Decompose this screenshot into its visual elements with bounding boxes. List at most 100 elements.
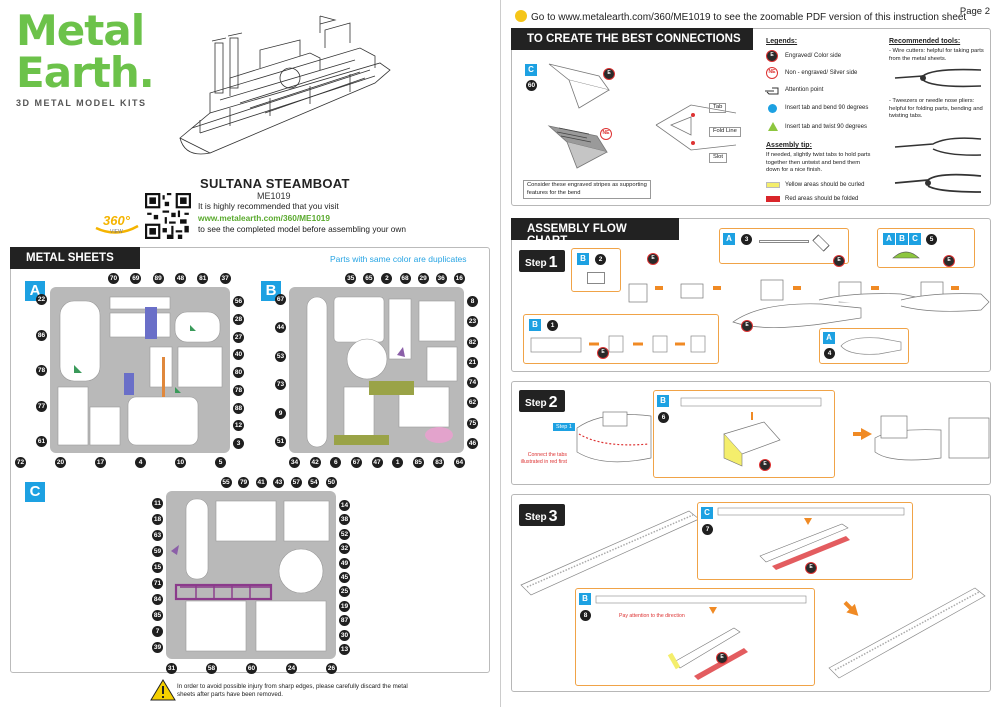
assembly-tip-title: Assembly tip: [766,142,812,149]
legends-title: Legends: [766,38,798,45]
connections-panel [511,28,991,206]
sheet-c-left-callout-7: 85 [152,610,163,621]
sheet-c-right-callout-5: 45 [339,572,350,583]
legend-non-engraved-icon: NE [766,67,778,79]
qr-code[interactable] [145,193,191,239]
step3-tag-b: B [579,593,591,605]
tools-title: Recommended tools: [889,38,961,45]
step3-arrow-down [804,518,812,525]
sheet-c-top-callout-6: 50 [325,477,337,488]
sheet-c-left-callout-4: 15 [152,562,163,573]
sheet-b-right-callout-7: 46 [467,438,478,449]
part-b1-assembly [530,335,706,353]
brand-tagline: 3D METAL MODEL KITS [16,98,147,108]
part-b6-drawing [680,397,822,467]
step3-part-b8 [575,588,815,686]
step1-ref-tag: Step 1 [553,423,575,431]
website-link[interactable]: www.metalearth.com/360/ME1019 [198,212,331,223]
sheet-b-top-callout-1: 65 [363,273,375,284]
legend-non-engraved: Non - engraved/ Silver side [785,70,858,76]
part-5-shape [892,251,920,259]
sheet-c [166,491,336,659]
sheet-c-left-callout-1: 18 [152,514,163,525]
part-a3-strip [759,240,809,243]
step3-num-7: 7 [702,524,713,535]
sheet-b-left-callout-1: 44 [275,322,286,334]
sheet-b-right-callout-0: 8 [467,296,478,307]
sheet-c-bottom-callout-3: 24 [286,663,297,674]
step1-assembly-sequence [628,279,990,328]
sheet-a-right-callout-4: 80 [233,367,244,378]
legend-red: Red areas should be folded [785,196,859,202]
sheet-b-right-callout-3: 21 [467,356,478,368]
sheet-b-bottom-callout-8: 64 [454,457,465,468]
tool-cutters: - Wire cutters: helpful for taking parts… [889,48,984,62]
sheet-b-right-callout-4: 74 [467,377,478,389]
step2-e: E [759,459,771,471]
sheet-c-right-callout-0: 14 [339,500,350,511]
part-b8-drawing [595,595,807,680]
sheet-c-left-callout-0: 11 [152,498,163,509]
part-a4-hull [840,337,902,355]
step1-num-3: 3 [741,234,752,245]
step1-e5: E [597,347,609,359]
sheet-c-right-callout-1: 38 [339,514,350,526]
sheet-b-left-callout-0: 67 [275,294,286,305]
sheet-b-bottom-callout-3: 67 [350,457,362,468]
sheet-a-right-callout-7: 12 [233,420,244,432]
sheet-b-bottom-callout-5: 1 [392,457,404,468]
sheet-c-right-callout-3: 32 [339,543,350,555]
sheet-c-top-callout-0: 55 [220,477,232,488]
sheet-b-left-callout-3: 73 [275,379,286,391]
sheet-a-bottom-callout-1: 20 [55,457,66,468]
step1-tag-b5: B [896,233,908,245]
sheet-b-top-callout-6: 16 [453,273,465,284]
sheet-c-right-callout-7: 19 [339,600,350,612]
sheet-a-right-callout-5: 78 [233,384,244,396]
step1-tag-b: B [577,253,589,265]
red-swatch [766,196,780,202]
sheet-b-top-callout-2: 2 [381,273,393,284]
step3-num-8: 8 [580,610,591,621]
pdf-link-note[interactable]: Go to www.metalearth.com/360/ME1019 to s… [515,10,966,23]
blue-dot-icon [768,104,777,113]
duplicates-note: Parts with same color are duplicates [330,254,467,264]
sheet-c-bottom-callout-2: 60 [246,663,257,674]
sheet-a-bottom-callout-4: 10 [175,457,186,468]
pliers-icon [894,173,982,193]
sheet-b-top-callout-5: 36 [435,273,447,284]
sheet-c-top-callout-1: 79 [238,477,250,488]
page-number: Page 2 [959,6,990,17]
step2-arrow [853,428,872,440]
sheet-a-top-callout-4: 81 [197,273,209,284]
flow-chart-title: ASSEMBLY FLOW CHART [511,218,679,247]
connect-tabs-note: Connect the tabs illustrated in red firs… [520,452,567,465]
step1-e3: E [833,255,845,267]
safety-warning: In order to avoid possible injury from s… [177,683,408,698]
wire-cutters-icon [894,68,982,88]
step1-tag-b1: B [529,319,541,331]
part-c7-drawing [717,507,905,570]
legend-bend: Insert tab and bend 90 degrees [785,105,869,111]
sheet-a-bottom-callout-2: 17 [95,457,106,468]
connections-title: TO CREATE THE BEST CONNECTIONS [511,28,753,50]
sheet-a-left-callout-4: 61 [36,436,47,447]
sheet-c-bottom-callout-0: 31 [166,663,177,674]
step1-e2: E [741,320,753,332]
yellow-swatch [766,182,780,188]
sheet-c-left-callout-6: 84 [152,594,163,605]
step3-hull-left [520,510,700,596]
sheet-a-bottom-callout-0: 72 [15,457,26,468]
brand-logo: Metal Earth. [16,6,155,97]
svg-text:VIEW: VIEW [110,229,123,235]
tool-pliers: - Tweezers or needle nose pliers: helpfu… [889,98,983,119]
view-360-badge: 360° VIEW [93,208,141,238]
stripes-caption: Consider these engraved stripes as suppo… [523,180,651,199]
step2-hull-drawing [576,411,652,463]
sheet-c-right-callout-6: 25 [339,586,350,598]
step3-tag-c: C [701,507,713,519]
legend-engraved-icon: E [766,50,778,62]
part-tag: C [525,64,537,76]
sheet-a-left-callout-3: 77 [36,400,47,412]
